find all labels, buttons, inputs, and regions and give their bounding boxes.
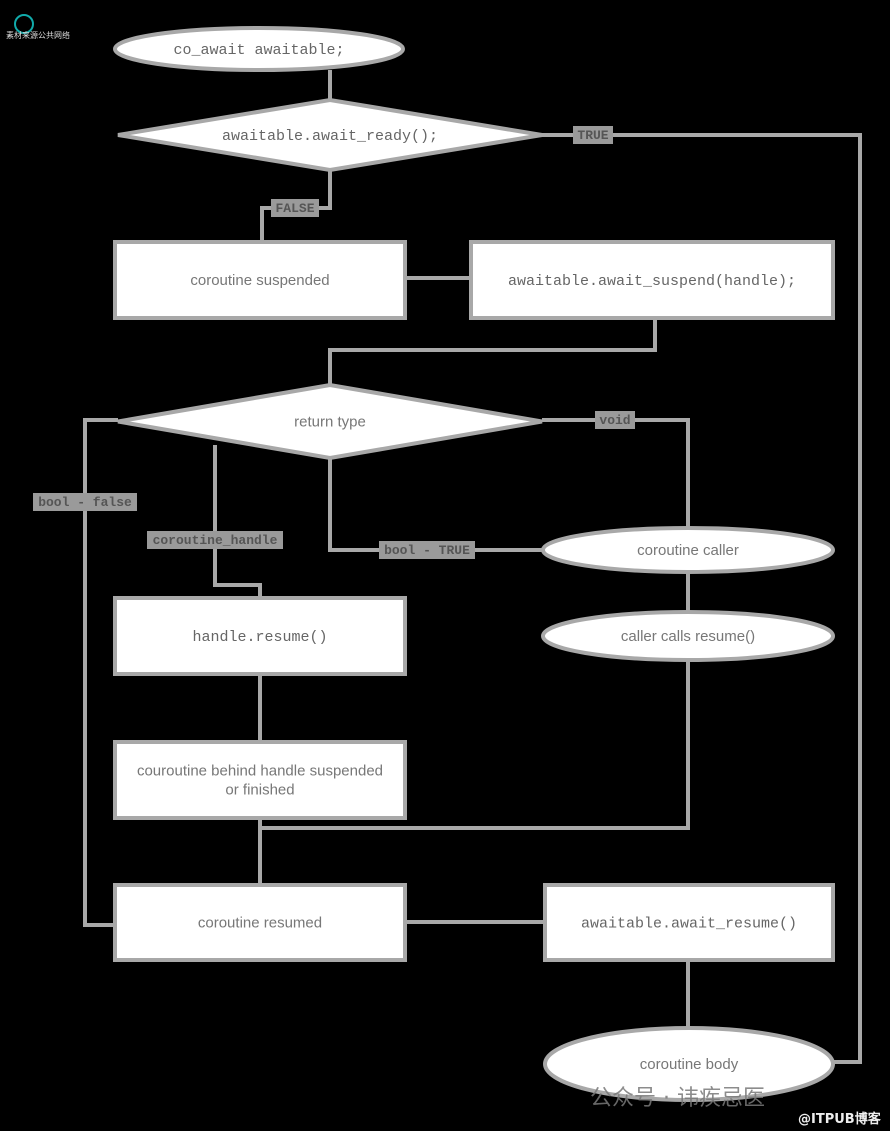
node-start: co_await awaitable; xyxy=(113,26,405,72)
watermark-bottom: 公众号 · 讳疾忌医 xyxy=(590,1086,765,1111)
node-rtype: return type xyxy=(117,382,543,461)
decision-diamond xyxy=(117,382,543,461)
decision-diamond xyxy=(117,97,543,173)
edge-e_void: void xyxy=(542,411,690,528)
node-label: coroutine body xyxy=(640,1056,739,1073)
connector-line xyxy=(328,318,657,385)
process-box xyxy=(543,883,835,962)
node-label: coroutine caller xyxy=(637,542,739,559)
node-resumed: coroutine resumed xyxy=(113,883,407,962)
edge-e_false: FALSE xyxy=(260,170,332,242)
edge-e_true: TRUE xyxy=(542,126,862,1064)
edge-e_booltrue: bool - TRUE xyxy=(328,458,543,559)
node-handle_resume: handle.resume() xyxy=(113,596,407,676)
edge-e_handle: coroutine_handle xyxy=(147,445,283,598)
connector-line xyxy=(213,445,262,598)
node-label: handle.resume() xyxy=(192,629,327,646)
process-box xyxy=(113,240,407,320)
edge-label-bg xyxy=(147,531,283,549)
terminator-shape xyxy=(541,526,835,574)
edge-label-bg xyxy=(595,411,635,429)
edge-label: FALSE xyxy=(275,201,314,216)
edge-label-bg xyxy=(379,541,475,559)
process-box xyxy=(113,883,407,962)
node-label: return type xyxy=(294,414,366,431)
terminator-shape xyxy=(543,1026,835,1102)
process-box xyxy=(113,596,407,676)
node-await_suspend: awaitable.await_suspend(handle); xyxy=(469,240,835,320)
node-ready: awaitable.await_ready(); xyxy=(117,97,543,173)
node-label: couroutine behind handle suspended xyxy=(137,763,383,780)
edge-e3 xyxy=(328,318,657,385)
node-suspended: coroutine suspended xyxy=(113,240,407,320)
node-caller_resume: caller calls resume() xyxy=(541,610,835,662)
connector-line xyxy=(83,418,118,927)
edge-label-bg xyxy=(271,199,319,217)
edge-label: void xyxy=(599,413,630,428)
edge-e_boolfalse: bool - false xyxy=(33,418,137,927)
process-box xyxy=(113,740,407,820)
node-await_resume: awaitable.await_resume() xyxy=(543,883,835,962)
watermark-top: 素材来源公共网络 xyxy=(6,31,70,40)
node-label: coroutine suspended xyxy=(190,272,329,289)
terminator-shape xyxy=(113,26,405,72)
node-label: awaitable.await_suspend(handle); xyxy=(508,273,796,290)
watermark-logo xyxy=(14,14,34,34)
edge-label: TRUE xyxy=(577,128,608,143)
watermark-corner: @ITPUB博客 xyxy=(798,1112,881,1127)
edge-e5 xyxy=(260,660,690,830)
edge-label: coroutine_handle xyxy=(153,533,278,548)
edge-label: bool - false xyxy=(38,495,132,510)
node-body: coroutine body xyxy=(543,1026,835,1102)
node-label: caller calls resume() xyxy=(621,628,755,645)
node-label: awaitable.await_ready(); xyxy=(222,128,438,145)
node-label: co_await awaitable; xyxy=(173,42,344,59)
node-label: or finished xyxy=(225,782,294,799)
connector-line xyxy=(328,458,543,552)
node-label: coroutine resumed xyxy=(198,915,322,932)
terminator-shape xyxy=(541,610,835,662)
process-box xyxy=(469,240,835,320)
connector-line xyxy=(542,133,862,1064)
node-caller: coroutine caller xyxy=(541,526,835,574)
connector-line xyxy=(542,418,690,528)
node-label: awaitable.await_resume() xyxy=(581,916,797,933)
connector-line xyxy=(260,660,690,830)
edge-label: bool - TRUE xyxy=(384,543,470,558)
node-behind: couroutine behind handle suspended or fin… xyxy=(113,740,407,820)
edge-label-bg xyxy=(33,493,137,511)
edge-label-bg xyxy=(573,126,613,144)
